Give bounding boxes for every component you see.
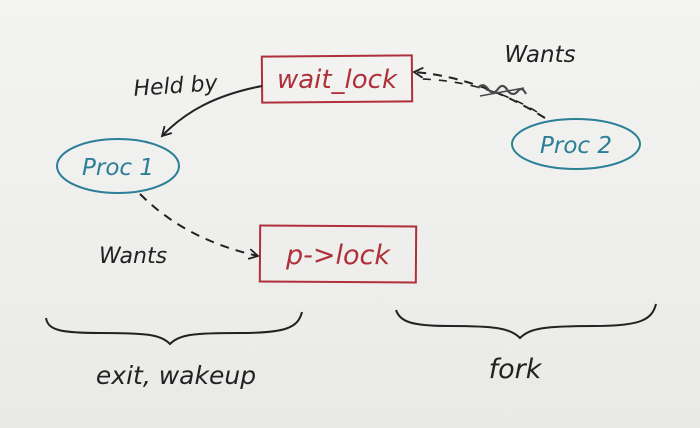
p-lock-node: p->lock bbox=[258, 224, 418, 284]
left-group-label: exit, wakeup bbox=[96, 361, 256, 390]
right-brace bbox=[395, 303, 657, 340]
proc2-wants-arrow bbox=[412, 66, 546, 119]
proc1-node: Proc 1 bbox=[56, 138, 180, 194]
proc1-label: Proc 1 bbox=[82, 155, 154, 181]
proc2-node: Proc 2 bbox=[511, 118, 641, 170]
wait-lock-box bbox=[260, 54, 414, 104]
wait-lock-label: wait_lock bbox=[277, 65, 398, 95]
proc2-wants-arrow-second-stroke bbox=[419, 78, 538, 113]
p-lock-box bbox=[258, 224, 418, 284]
wait-lock-node: wait_lock bbox=[260, 54, 414, 104]
proc2-label: Proc 2 bbox=[540, 133, 612, 159]
proc2-wants-label: Wants bbox=[504, 42, 575, 68]
held-by-label: Held by bbox=[133, 71, 220, 102]
right-group-label: fork bbox=[489, 354, 543, 385]
scribble-mark-second bbox=[479, 87, 525, 97]
proc2-ellipse bbox=[511, 118, 641, 170]
held-by-arrow bbox=[160, 85, 263, 138]
scribble-mark bbox=[477, 84, 527, 96]
proc1-wants-arrow bbox=[139, 193, 260, 260]
proc1-ellipse bbox=[56, 138, 180, 194]
proc1-wants-label: Wants bbox=[99, 244, 167, 269]
left-brace bbox=[45, 311, 303, 346]
p-lock-label: p->lock bbox=[285, 240, 391, 271]
